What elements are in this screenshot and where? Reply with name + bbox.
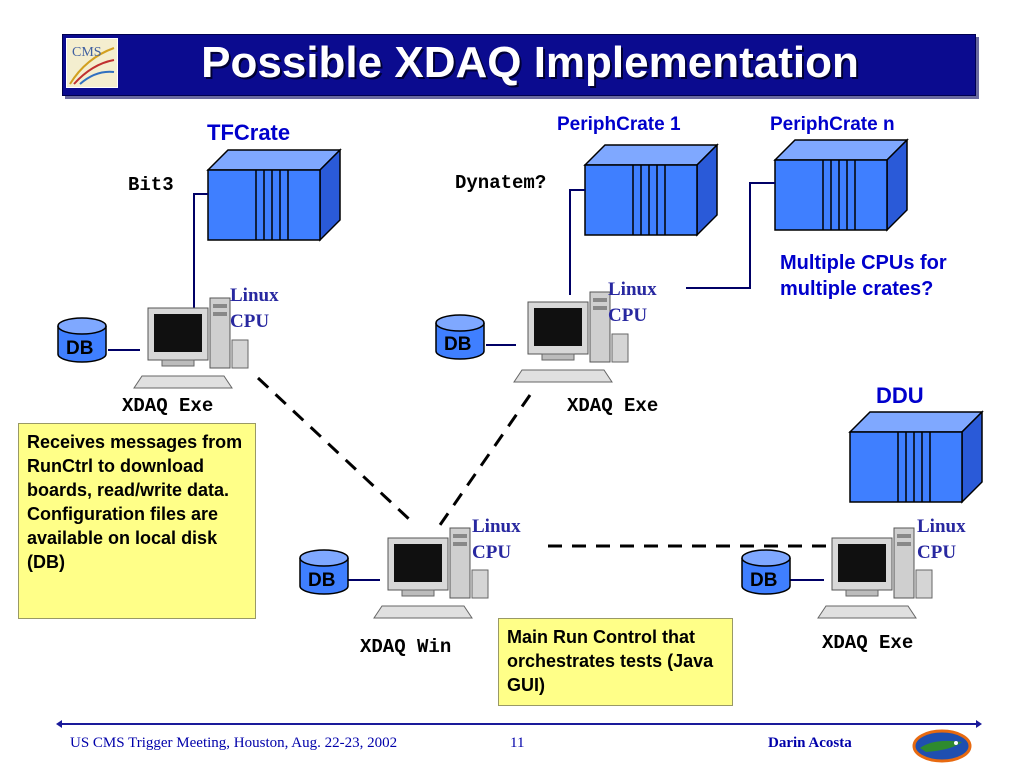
slide-title: Possible XDAQ Implementation <box>201 38 859 87</box>
linux-text: Linux <box>917 516 966 537</box>
dash-link-top <box>438 394 532 526</box>
cpu-text: CPU <box>608 305 648 326</box>
footer-divider <box>60 723 978 725</box>
xdaq-exe-label-1: XDAQ Exe <box>122 395 214 417</box>
xdaq-win-label: XDAQ Win <box>360 636 452 658</box>
multi-cpu-link <box>686 182 775 289</box>
db-label-2: DB <box>444 334 472 355</box>
xdaq-exe-label-2: XDAQ Exe <box>567 395 659 417</box>
linux-cpu-label-2: Linux CPU <box>608 277 657 329</box>
periphcrate1-label: PeriphCrate 1 <box>557 114 681 135</box>
footer-author: Darin Acosta <box>768 735 852 751</box>
tfcrate-graphic <box>207 149 341 241</box>
db-label-1: DB <box>66 338 94 359</box>
cpu-text: CPU <box>917 542 957 563</box>
computer-icon-ddu <box>817 527 933 619</box>
footer-page-number: 11 <box>510 735 525 751</box>
main-run-control-note: Main Run Control that orchestrates tests… <box>498 618 733 706</box>
periphcraten-graphic <box>774 139 908 231</box>
linux-cpu-label-3: Linux CPU <box>472 514 521 566</box>
bit3-label: Bit3 <box>128 174 174 196</box>
periphcrate1-graphic <box>584 144 718 236</box>
tfcrate-label: TFCrate <box>207 120 291 145</box>
db-label-3: DB <box>308 570 336 591</box>
title-bar <box>62 34 976 96</box>
dash-link-left <box>256 376 412 522</box>
bit3-link <box>193 193 208 330</box>
dynatem-link <box>569 189 585 295</box>
linux-cpu-label-1: Linux CPU <box>230 283 279 335</box>
footer-meeting: US CMS Trigger Meeting, Houston, Aug. 22… <box>70 735 398 751</box>
cpu-text: CPU <box>230 311 270 332</box>
cpu-text: CPU <box>472 542 512 563</box>
computer-icon-win <box>373 527 489 619</box>
db-label-4: DB <box>750 570 778 591</box>
dynatem-label: Dynatem? <box>455 172 547 194</box>
receives-messages-note: Receives messages from RunCtrl to downlo… <box>18 423 256 619</box>
ddu-label: DDU <box>876 383 924 408</box>
periphcraten-label: PeriphCrate n <box>770 114 895 135</box>
gator-logo <box>912 728 972 764</box>
svg-text:CMS: CMS <box>72 45 102 60</box>
linux-cpu-label-4: Linux CPU <box>917 514 966 566</box>
linux-text: Linux <box>230 285 279 306</box>
multiple-cpus-note: Multiple CPUs for multiple crates? <box>780 252 947 300</box>
xdaq-exe-label-3: XDAQ Exe <box>822 632 914 654</box>
ddu-crate-graphic <box>849 411 983 503</box>
cms-logo: CMS <box>66 38 118 88</box>
linux-text: Linux <box>608 279 657 300</box>
linux-text: Linux <box>472 516 521 537</box>
